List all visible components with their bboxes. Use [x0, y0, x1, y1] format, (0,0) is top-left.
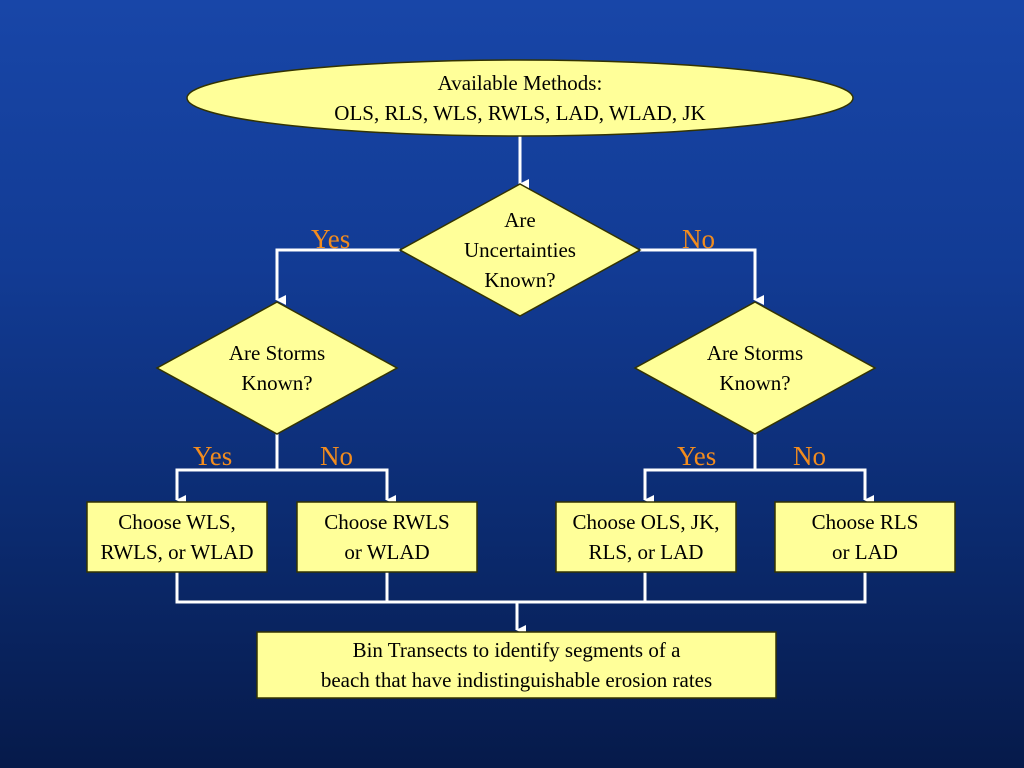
- choice-1-text: Choose WLS, RWLS, or WLAD: [100, 510, 254, 564]
- connector-right-yes: [643, 468, 755, 505]
- choice-4-box: [774, 501, 956, 573]
- decision-storms-right-text: Are Storms Known?: [706, 341, 804, 395]
- choice-3-box: [555, 501, 737, 573]
- connector-q1-yes: [275, 248, 400, 305]
- connector-left-no: [277, 468, 396, 505]
- branch-label-top-no: No: [682, 224, 715, 254]
- branch-label-right-yes: Yes: [677, 441, 717, 471]
- final-box: [256, 631, 777, 699]
- choice-4-text: Choose RLS or LAD: [811, 510, 919, 564]
- decision-storms-right-diamond: [633, 301, 877, 435]
- branch-label-left-no: No: [320, 441, 353, 471]
- connector-right-no: [755, 468, 874, 505]
- start-text: Available Methods: OLS, RLS, WLS, RWLS, …: [334, 71, 706, 125]
- choice-2-text: Choose RWLS or WLAD: [324, 510, 450, 564]
- final-text: Bin Transects to identify segments of a …: [320, 638, 713, 692]
- branch-label-top-yes: Yes: [311, 224, 351, 254]
- choice-3-text: Choose OLS, JK, RLS, or LAD: [572, 510, 720, 564]
- connector-left-yes: [175, 468, 277, 505]
- choice-1-box: [86, 501, 268, 573]
- decision-uncertainties-text: Are Uncertainties Known?: [464, 208, 576, 292]
- connector-merge-bar: [175, 572, 867, 604]
- start-oval: [186, 59, 854, 137]
- decision-storms-left-text: Are Storms Known?: [228, 341, 326, 395]
- branch-label-right-no: No: [793, 441, 826, 471]
- connector-q1-no: [640, 248, 764, 305]
- branch-label-left-yes: Yes: [193, 441, 233, 471]
- decision-uncertainties-diamond: [398, 183, 642, 317]
- decision-storms-left-diamond: [155, 301, 399, 435]
- choice-2-box: [296, 501, 478, 573]
